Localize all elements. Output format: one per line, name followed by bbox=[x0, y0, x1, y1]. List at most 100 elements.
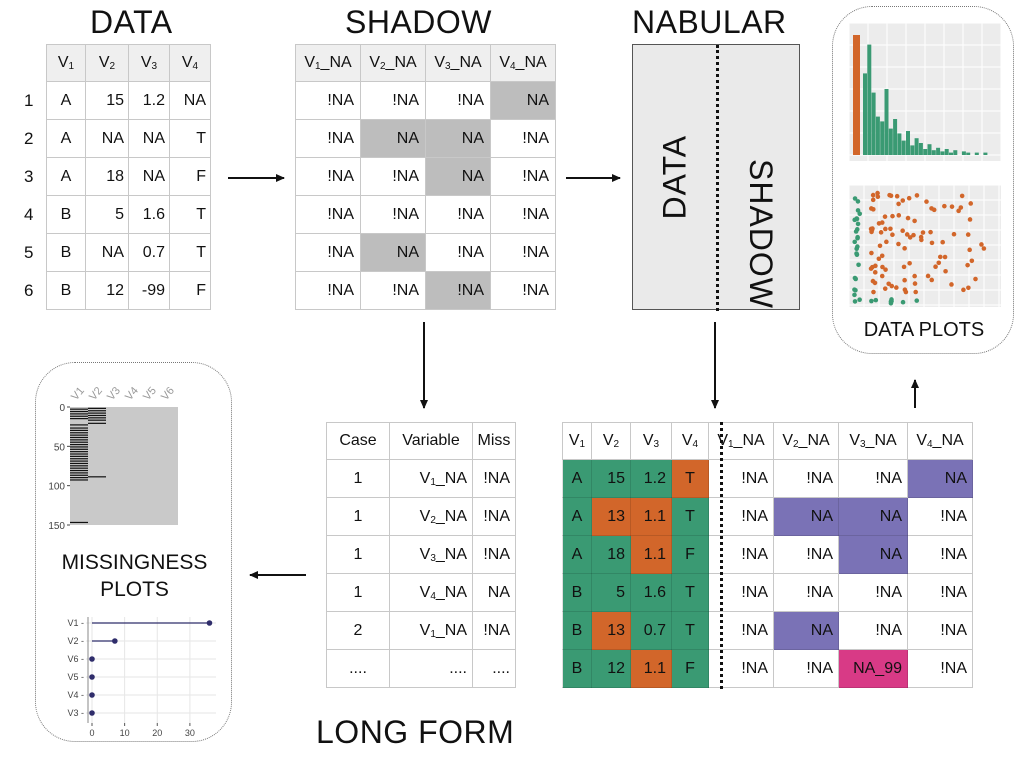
scatter-point bbox=[907, 235, 913, 240]
label-base: V bbox=[434, 54, 445, 71]
vis-miss-cell-missing bbox=[70, 443, 88, 446]
scatter-point bbox=[876, 221, 882, 226]
long-table-cell: !NA bbox=[472, 535, 516, 574]
scatter-point-missing bbox=[853, 287, 858, 293]
data-table-header: V3 bbox=[128, 44, 170, 82]
vis-miss-cell-missing bbox=[70, 474, 88, 476]
miss-var-tick-label: 0 bbox=[89, 728, 94, 738]
label-subscript: 2 bbox=[109, 61, 116, 72]
data-table-cell: 18 bbox=[85, 157, 129, 196]
histogram-bar bbox=[901, 140, 906, 155]
nabular-table-header: V1 bbox=[562, 422, 592, 460]
scatter-point-missing bbox=[855, 244, 860, 249]
shadow-table-cell: !NA bbox=[295, 119, 361, 158]
vis-miss-cell-missing bbox=[70, 458, 88, 460]
miss-var-variable-label: V4 - bbox=[67, 690, 84, 700]
vis-miss-cell-missing bbox=[70, 455, 88, 457]
label-suffix: _NA bbox=[435, 621, 467, 639]
shadow-table-cell: !NA bbox=[360, 81, 426, 120]
vis-miss-cell-missing bbox=[70, 432, 88, 434]
long-table-cell: V4_NA bbox=[389, 573, 473, 612]
label-subscript: 3 bbox=[430, 552, 436, 564]
label-subscript: 1 bbox=[579, 439, 586, 450]
scatter-point bbox=[942, 203, 947, 209]
long-table-cell: .... bbox=[389, 649, 473, 688]
scatter-point bbox=[907, 260, 912, 266]
data-table-cell: NA bbox=[128, 119, 170, 158]
nabular-table-header: V4 bbox=[671, 422, 709, 460]
scatter-point bbox=[886, 281, 891, 287]
nabular-table-header: V4_NA bbox=[907, 422, 973, 460]
nabular-table-cell: 1.6 bbox=[630, 573, 672, 612]
data-table-cell: F bbox=[169, 157, 211, 196]
scatter-point bbox=[911, 232, 916, 238]
miss-var-tick-label: 30 bbox=[185, 728, 195, 738]
shadow-table-cell: !NA bbox=[490, 157, 556, 196]
scatter-point-missing bbox=[869, 298, 874, 304]
nabular-table-cell: 12 bbox=[591, 649, 631, 688]
data-table-header: V2 bbox=[85, 44, 129, 82]
scatter-point bbox=[894, 193, 900, 199]
scatter-point bbox=[928, 229, 933, 235]
label-subscript: 1 bbox=[430, 628, 436, 640]
vis-miss-column bbox=[124, 407, 142, 525]
vis-miss-tick-label: 100 bbox=[48, 482, 65, 493]
long-table-header: Variable bbox=[389, 422, 473, 460]
label-suffix: _NA bbox=[932, 432, 964, 449]
long-table-cell: !NA bbox=[472, 497, 516, 536]
nabular-table-cell: !NA bbox=[708, 573, 774, 612]
vis-miss-cell-missing bbox=[70, 465, 88, 467]
scatter-point-missing bbox=[852, 275, 858, 281]
vis-miss-cell-missing bbox=[88, 476, 106, 478]
data-table-cell: T bbox=[169, 233, 211, 272]
scatter-point bbox=[943, 268, 948, 274]
nabular-table-cell: !NA bbox=[773, 573, 839, 612]
long-table-cell: .... bbox=[326, 649, 390, 688]
vis-miss-cell-missing bbox=[70, 479, 88, 481]
label-suffix: _NA bbox=[435, 545, 467, 563]
nabular-data-label: DATA bbox=[656, 134, 693, 220]
missingness-label: MISSINGNESS PLOTS bbox=[36, 549, 233, 603]
nabular-table-cell: !NA bbox=[907, 611, 973, 650]
vis-miss-cell-missing bbox=[70, 418, 88, 420]
label-suffix: _NA bbox=[798, 432, 830, 449]
vis-miss-column bbox=[106, 407, 124, 525]
label-base: V bbox=[140, 54, 152, 71]
data-table-row-label: 3 bbox=[24, 166, 34, 186]
nabular-table-cell: T bbox=[671, 611, 709, 650]
nabular-table-cell: 0.7 bbox=[630, 611, 672, 650]
histogram-bar bbox=[914, 138, 919, 155]
scatter-point bbox=[894, 285, 899, 290]
scatter-point bbox=[870, 197, 876, 203]
shadow-table-row: !NA!NA!NA!NA bbox=[295, 271, 556, 310]
nabular-table-header: V3 bbox=[630, 422, 672, 460]
data-plots-label: DATA PLOTS bbox=[863, 319, 985, 341]
shadow-table-cell: !NA bbox=[360, 271, 426, 310]
nabular-table-cell: !NA bbox=[838, 611, 908, 650]
miss-var-point bbox=[89, 692, 95, 698]
label-subscript: 1 bbox=[314, 61, 321, 72]
label-subscript: 1 bbox=[68, 61, 75, 72]
label-suffix: _NA bbox=[435, 583, 467, 601]
scatter-point bbox=[872, 270, 878, 275]
data-table-cell: 5 bbox=[85, 195, 129, 234]
scatter-point bbox=[872, 280, 878, 286]
nabular-table-cell: !NA bbox=[907, 573, 973, 612]
vis-miss-column-label: V4 bbox=[123, 385, 141, 403]
long-table-cell: NA bbox=[472, 573, 516, 612]
data-table-row-label: 2 bbox=[24, 128, 34, 148]
data-table-cell: A bbox=[46, 81, 86, 120]
long-table-cell: 1 bbox=[326, 497, 390, 536]
scatter-point-missing bbox=[855, 221, 861, 227]
nabular-table-cell: NA bbox=[838, 497, 908, 536]
scatter-point bbox=[873, 263, 878, 269]
label-suffix: _NA bbox=[435, 469, 467, 487]
